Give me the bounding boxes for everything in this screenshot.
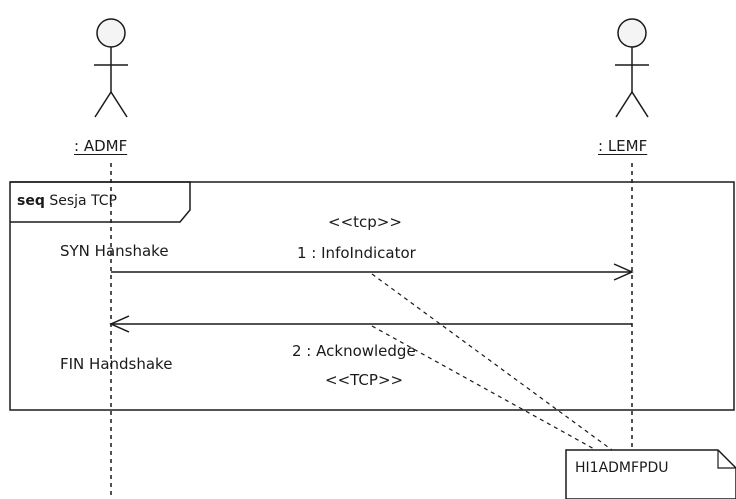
note-anchor-2 bbox=[371, 325, 597, 451]
actor-lemf-name: : LEMF bbox=[598, 137, 648, 155]
fin-handshake-label: FIN Handshake bbox=[60, 355, 173, 373]
message-2-label: 2 : Acknowledge bbox=[292, 342, 416, 360]
message-1-label: 1 : InfoIndicator bbox=[297, 244, 416, 262]
syn-handshake-label: SYN Hanshake bbox=[60, 242, 169, 260]
seq-frame-keyword: seq bbox=[17, 193, 45, 209]
note-box bbox=[565, 449, 736, 499]
note-anchor-1 bbox=[371, 273, 613, 451]
note-fold bbox=[717, 450, 736, 469]
seq-frame-label: seq Sesja TCP bbox=[17, 192, 117, 210]
message-2-stereotype: <<TCP>> bbox=[325, 371, 404, 389]
message-1-stereotype: <<tcp>> bbox=[328, 213, 402, 231]
message-1-arrow bbox=[111, 263, 634, 281]
actor-admf-name: : ADMF bbox=[74, 137, 128, 155]
message-2-arrow bbox=[109, 315, 632, 333]
note-text: HI1ADMFPDU bbox=[575, 460, 669, 476]
seq-frame-tag-box bbox=[10, 181, 191, 223]
seq-frame-title: Sesja TCP bbox=[49, 193, 117, 209]
actor-lemf-figure bbox=[615, 18, 649, 118]
seq-frame bbox=[9, 181, 735, 411]
actor-admf-figure bbox=[94, 18, 128, 118]
